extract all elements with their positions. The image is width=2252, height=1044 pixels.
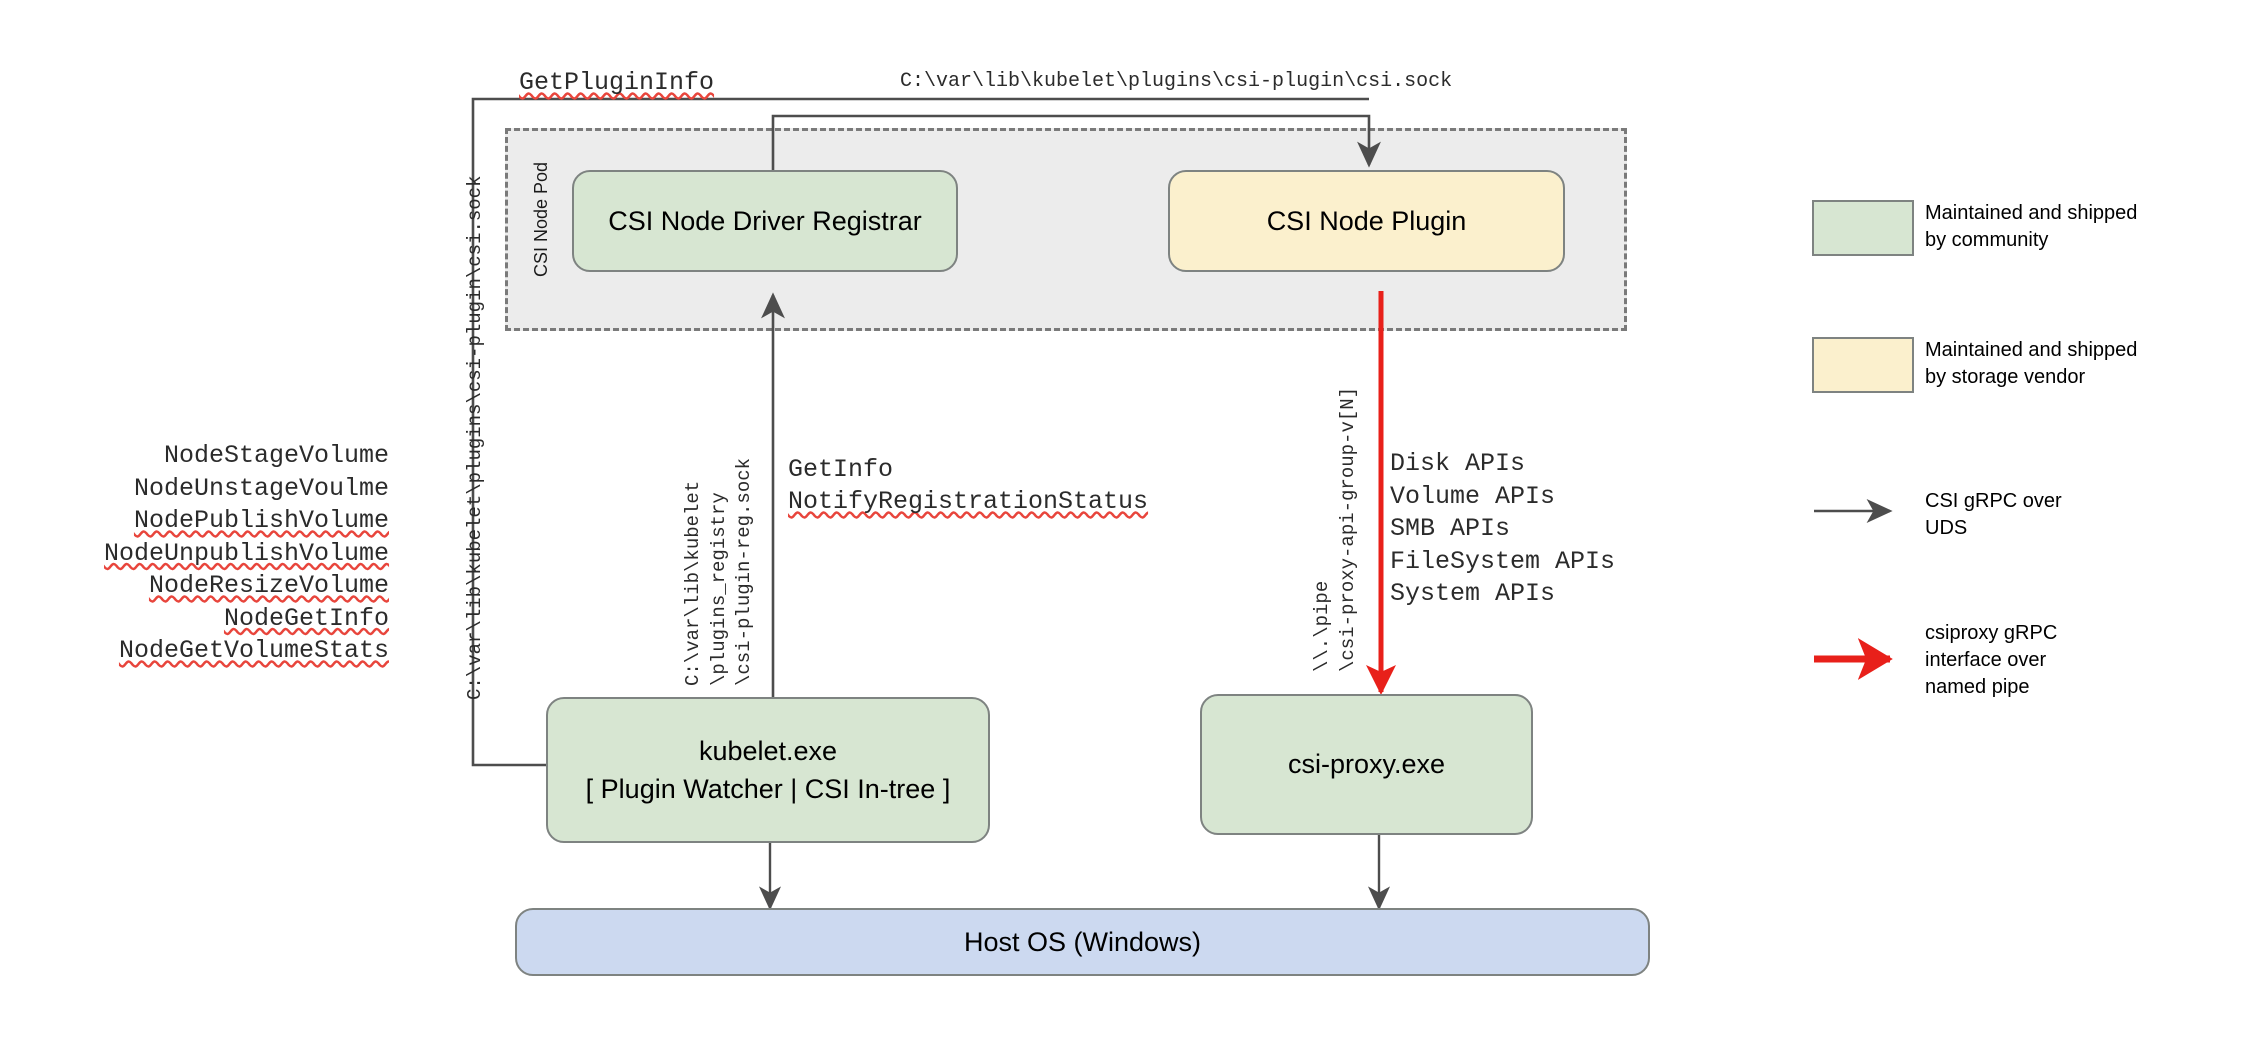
kubelet-label-line2: [ Plugin Watcher | CSI In-tree ]	[585, 774, 951, 804]
node-api-item: NodeResizeVolume	[148, 571, 389, 600]
label-notifyregistrationstatus: NotifyRegistrationStatus	[788, 487, 1149, 516]
label-named-pipe-path: \\.\pipe \csi-proxy-api-group-v[N]	[1310, 387, 1361, 672]
node-label: csi-proxy.exe	[1287, 749, 1446, 780]
csi-node-pod-label: CSI Node Pod	[531, 161, 551, 277]
named-pipe-line-2: \csi-proxy-api-group-v[N]	[1336, 386, 1359, 672]
proxy-api-item: System APIs	[1390, 579, 1556, 608]
legend-label-csiproxy: csiproxy gRPC interface over named pipe	[1925, 622, 2058, 698]
node-label: CSI Node Driver Registrar	[608, 205, 922, 236]
legend-label-community: Maintained and shipped by community	[1925, 202, 2138, 251]
node-kubelet-exe[interactable]: kubelet.exe [ Plugin Watcher | CSI In-tr…	[546, 697, 990, 843]
registry-path-line-1: C:\var\lib\kubelet	[682, 480, 704, 686]
proxy-api-item: Disk APIs	[1390, 449, 1526, 478]
node-label: CSI Node Plugin	[1266, 205, 1467, 236]
node-csi-node-driver-registrar[interactable]: CSI Node Driver Registrar	[572, 170, 958, 272]
node-api-item: NodePublishVolume	[133, 506, 389, 535]
node-csi-node-plugin[interactable]: CSI Node Plugin	[1168, 170, 1565, 272]
node-host-os[interactable]: Host OS (Windows)	[515, 908, 1650, 976]
node-csi-proxy-exe[interactable]: csi-proxy.exe	[1200, 694, 1533, 835]
label-plugins-registry-path: C:\var\lib\kubelet \plugins_registry \cs…	[681, 458, 758, 686]
label-getplugininfo: GetPluginInfo	[519, 68, 715, 97]
kubelet-label-line1: kubelet.exe	[698, 735, 838, 766]
label-csi-sock-path-top: C:\var\lib\kubelet\plugins\csi-plugin\cs…	[900, 70, 1453, 93]
proxy-api-item: FileSystem APIs	[1390, 546, 1616, 576]
label-getinfo: GetInfo	[788, 455, 894, 484]
registry-path-line-2: \plugins_registry	[707, 492, 730, 686]
node-api-item: NodeGetInfo	[223, 603, 389, 633]
registry-path-line-3: \csi-plugin-reg.sock	[733, 457, 756, 686]
node-api-item: NodeGetVolumeStats	[118, 636, 389, 665]
node-api-item: NodeUnpublishVolume	[104, 538, 390, 568]
proxy-api-list: Disk APIs Volume APIs SMB APIs FileSyste…	[1390, 448, 1615, 611]
proxy-api-item: Volume APIs	[1390, 481, 1556, 511]
legend-label-vendor: Maintained and shipped by storage vendor	[1925, 339, 2138, 388]
legend-swatch-vendor	[1812, 337, 1914, 393]
label-csi-sock-path-vertical: C:\var\lib\kubelet\plugins\csi-plugin\cs…	[464, 175, 486, 701]
node-api-list: NodeStageVolume NodeUnstageVoulme NodePu…	[104, 440, 389, 668]
node-label: Host OS (Windows)	[963, 926, 1202, 957]
legend-label-uds: CSI gRPC over UDS	[1925, 490, 2062, 539]
node-api-item: NodeUnstageVoulme	[133, 473, 389, 503]
legend-swatch-community	[1812, 200, 1914, 256]
node-api-item: NodeStageVolume	[163, 441, 389, 470]
named-pipe-line-1: \\.\pipe	[1311, 580, 1333, 672]
proxy-api-item: SMB APIs	[1390, 514, 1511, 543]
